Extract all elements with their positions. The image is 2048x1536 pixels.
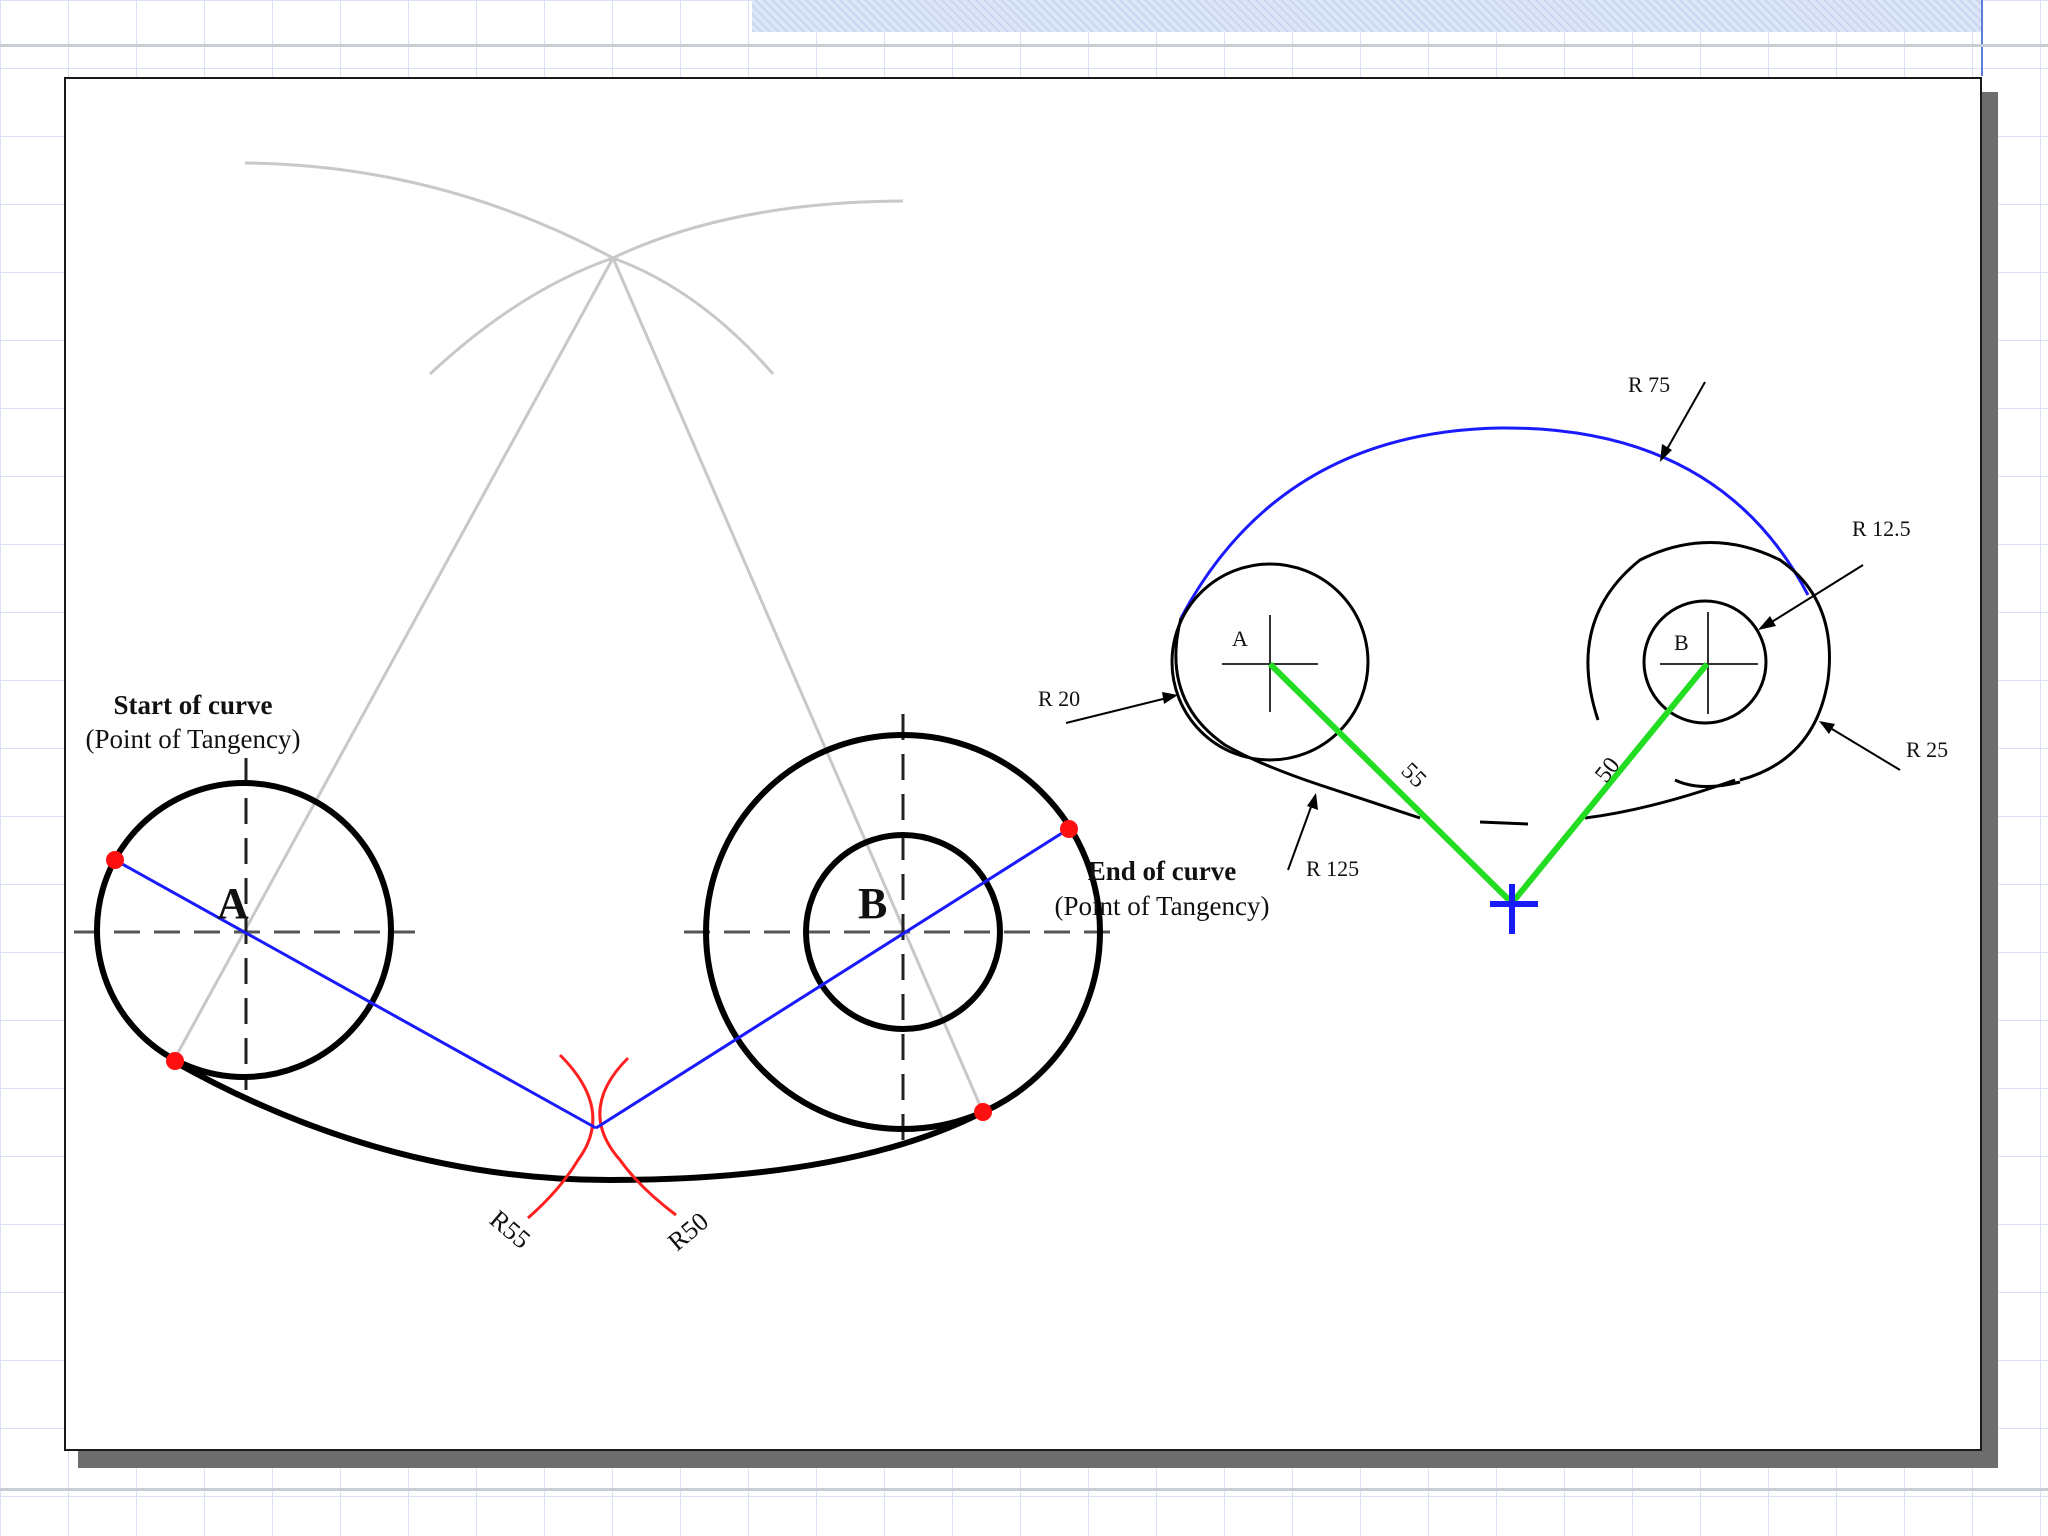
arrowhead-r75 [1660,444,1672,462]
label-center-b: B [858,879,887,928]
tangent-point-end [974,1103,992,1121]
arc-center-mark [1490,884,1538,934]
right-label-b: B [1674,630,1689,655]
arc-intersection-marks [527,1053,677,1220]
arc-r75 [1179,426,1810,619]
circle-b-inner [803,832,1003,1032]
frame-bottom-line [0,1488,2048,1491]
construction-arc-lower-right [612,256,775,375]
arc-r125-remnant [1479,820,1529,826]
radius-label-r55: R55 [484,1204,536,1254]
circle-b-small [1642,599,1768,725]
circle-b-outer-arc [1586,541,1831,782]
construction-arc-lower-left [428,256,614,376]
arrowhead-r25 [1819,721,1835,734]
leader-r25 [1821,722,1901,771]
radius-label-r25: R 25 [1906,737,1948,762]
right-label-a: A [1232,626,1248,651]
radius-lines [1267,661,1710,906]
circle-a-small [1170,562,1370,762]
tangent-line-b [595,826,1071,1130]
arc-mark-r55 [527,1053,595,1220]
arrowhead-r12-5 [1758,616,1776,630]
radius-label-r20: R 20 [1038,686,1080,711]
leader-r20 [1065,695,1176,724]
arc-mark-r50 [598,1056,677,1217]
start-of-curve-subtitle: (Point of Tangency) [85,724,300,754]
radius-label-r12-5: R 12.5 [1852,516,1911,541]
left-construction-geometry [172,161,984,1111]
leader-r75 [1661,381,1706,459]
tangent-arc-curve [173,1059,985,1184]
leader-r125 [1287,795,1316,871]
construction-arc-upper-right [612,199,904,260]
dimension-55: 55 [1396,758,1431,793]
radius-line-50 [1509,662,1710,905]
start-of-curve-title: Start of curve [114,690,273,720]
circle-a [94,780,394,1080]
tangent-line-a [114,858,597,1130]
dimension-50: 50 [1590,753,1625,788]
construction-line-to-b [611,257,984,1111]
arrowhead-r20 [1162,692,1178,704]
leader-arrows [1065,381,1901,871]
end-of-curve-title: End of curve [1088,856,1237,886]
arrowhead-r125 [1307,793,1318,810]
circle-b-outer [703,732,1103,1132]
slide-canvas [64,77,1982,1451]
leader-r12-5 [1761,564,1864,629]
center-lines-b [684,714,1120,1150]
tangent-point-end-upper [1060,820,1078,838]
top-blue-marker [1981,0,1983,76]
tangent-lines [114,826,1071,1130]
crosshair-b [1660,612,1758,714]
radius-line-55 [1267,661,1515,906]
top-decorative-band [752,0,1982,32]
tangent-point-start-upper [106,851,124,869]
end-of-curve-subtitle: (Point of Tangency) [1054,891,1269,921]
radius-label-r125: R 125 [1306,856,1359,881]
circle-a-outer-arc [1174,617,1421,820]
tangent-point-start [166,1052,184,1070]
frame-top-line [0,44,2048,47]
tangent-points [106,820,1078,1121]
radius-label-r50: R50 [662,1207,714,1257]
construction-arc-upper-left [244,161,614,260]
arc-bottom-left-segment [1674,778,1741,789]
label-center-a: A [217,879,249,928]
radius-label-r75: R 75 [1628,372,1670,397]
